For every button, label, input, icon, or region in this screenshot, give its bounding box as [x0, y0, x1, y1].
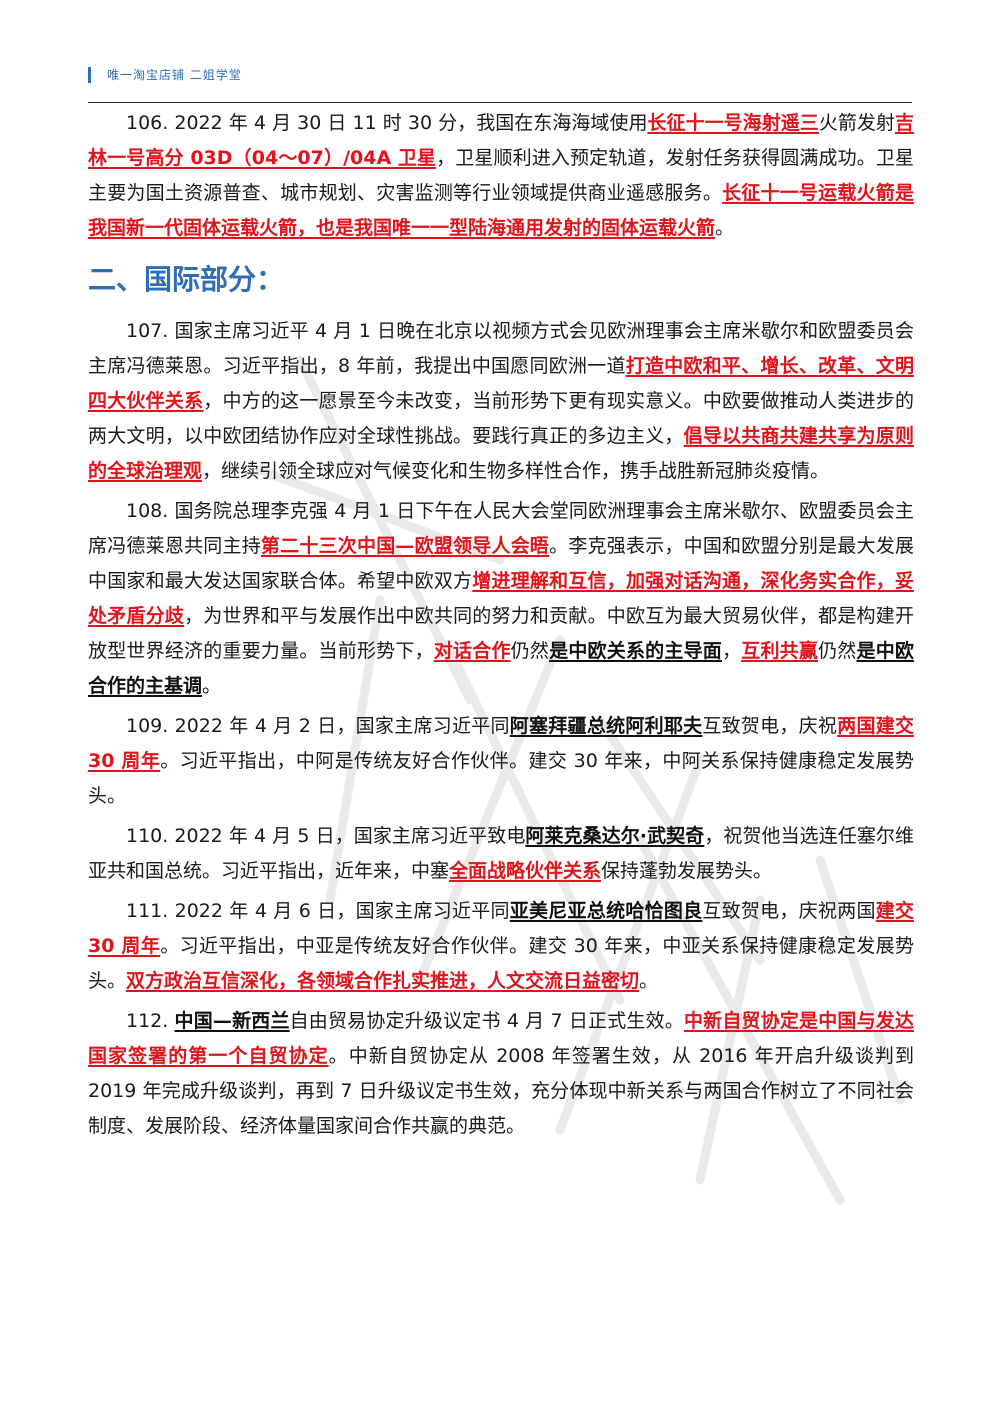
news-item: 107. 国家主席习近平 4 月 1 日晚在北京以视频方式会见欧洲理事会主席米歇… [88, 314, 914, 489]
highlight-bold: 阿塞拜疆总统阿利耶夫 [509, 715, 703, 737]
body-text: ，祝贺他当选连任塞尔维亚共和国总统。习近平指出，近年来，中塞 [88, 825, 915, 882]
body-text: 自由贸易协定升级议定书 4 月 7 日正式生效。 [289, 1010, 684, 1032]
highlight-red: 全面战略伙伴关系 [449, 860, 602, 882]
page-header: 唯一淘宝店铺 二姐学堂 [88, 66, 242, 83]
body-text: 。中新自贸协定从 2008 年签署生效，从 2016 年开启升级谈判到 2019… [88, 1045, 914, 1137]
highlight-bold: 是中欧关系的主导面 [549, 640, 723, 662]
news-item: 106. 2022 年 4 月 30 日 11 时 30 分，我国在东海海域使用… [88, 106, 914, 246]
highlight-red: 互利共赢 [741, 640, 819, 662]
body-text: ，卫星顺利进入预定轨道，发射任务获得圆满成功。卫星主要为国土资源普查、城市规划、… [88, 147, 914, 204]
international-items: 107. 国家主席习近平 4 月 1 日晚在北京以视频方式会见欧洲理事会主席米歇… [88, 314, 914, 1144]
body-text: 107. 国家主席习近平 4 月 1 日晚在北京以视频方式会见欧洲理事会主席米歇… [88, 320, 914, 377]
body-text: 111. 2022 年 4 月 6 日，国家主席习近平同 [126, 900, 510, 922]
highlight-red: 对话合作 [433, 640, 511, 662]
highlight-red: 长征十一号运载火箭是我国新一代固体运载火箭，也是我国唯一一型陆海通用发射的固体运… [88, 182, 914, 239]
news-item: 108. 国务院总理李克强 4 月 1 日下午在人民大会堂同欧洲理事会主席米歇尔… [88, 494, 914, 704]
body-text: 。李克强表示，中国和欧盟分别是最大发展中国家和最大发达国家联合体。希望中欧双方 [88, 535, 914, 592]
highlight-red: 中新自贸协定是中国与发达国家签署的第一个自贸协定 [88, 1010, 914, 1067]
body-text: 。 [202, 675, 222, 697]
body-text: 108. 国务院总理李克强 4 月 1 日下午在人民大会堂同欧洲理事会主席米歇尔… [88, 500, 914, 557]
body-text: 。习近平指出，中阿是传统友好合作伙伴。建交 30 年来，中阿关系保持健康稳定发展… [88, 750, 914, 807]
body-text: ， [722, 640, 742, 662]
body-text: 106. 2022 年 4 月 30 日 11 时 30 分，我国在东海海域使用 [126, 112, 648, 134]
highlight-red: 建交 30 周年 [88, 900, 914, 957]
highlight-red: 增进理解和互信，加强对话沟通，深化务实合作，妥处矛盾分歧 [88, 570, 914, 627]
body-text: 。习近平指出，中亚是传统友好合作伙伴。建交 30 年来，中亚关系保持健康稳定发展… [88, 935, 914, 992]
body-text: ，为世界和平与发展作出中欧共同的努力和贡献。中欧互为最大贸易伙伴，都是构建开放型… [88, 605, 914, 662]
body-text: 互致贺电，庆祝 [702, 715, 838, 737]
highlight-bold: 是中欧合作的主基调 [88, 640, 914, 697]
body-text: 。 [639, 970, 659, 992]
header-divider [88, 102, 912, 103]
news-item: 109. 2022 年 4 月 2 日，国家主席习近平同阿塞拜疆总统阿利耶夫互致… [88, 709, 914, 814]
highlight-red: 打造中欧和平、增长、改革、文明四大伙伴关系 [88, 355, 914, 412]
news-item: 112. 中国—新西兰自由贸易协定升级议定书 4 月 7 日正式生效。中新自贸协… [88, 1004, 914, 1144]
body-text: 。 [715, 217, 735, 239]
highlight-red: 两国建交 30 周年 [88, 715, 914, 772]
document-body: 106. 2022 年 4 月 30 日 11 时 30 分，我国在东海海域使用… [88, 106, 914, 1149]
highlight-bold: 阿莱克桑达尔·武契奇 [525, 825, 705, 847]
highlight-red: 吉林一号高分 03D（04～07）/04A 卫星 [88, 112, 914, 169]
section-title: 二、国际部分： [88, 263, 285, 296]
body-text: 109. 2022 年 4 月 2 日，国家主席习近平同 [126, 715, 510, 737]
body-text: 110. 2022 年 4 月 5 日，国家主席习近平致电 [126, 825, 526, 847]
body-text: 火箭发射 [818, 112, 895, 134]
highlight-red: 倡导以共商共建共享为原则的全球治理观 [88, 425, 914, 482]
highlight-bold: 中国—新西兰 [174, 1010, 290, 1032]
highlight-red: 双方政治互信深化，各领域合作扎实推进，人文交流日益密切 [126, 970, 640, 992]
news-item: 110. 2022 年 4 月 5 日，国家主席习近平致电阿莱克桑达尔·武契奇，… [88, 819, 914, 889]
header-accent-bar [88, 66, 91, 83]
body-text: ，中方的这一愿景至今未改变，当前形势下更有现实意义。中欧要做推动人类进步的两大文… [88, 390, 914, 447]
header-text: 唯一淘宝店铺 二姐学堂 [107, 68, 242, 82]
body-text: 112. [126, 1010, 175, 1032]
news-item: 111. 2022 年 4 月 6 日，国家主席习近平同亚美尼亚总统哈恰图良互致… [88, 894, 914, 999]
domestic-items: 106. 2022 年 4 月 30 日 11 时 30 分，我国在东海海域使用… [88, 106, 914, 246]
highlight-red: 第二十三次中国—欧盟领导人会晤 [260, 535, 550, 557]
body-text: 互致贺电，庆祝两国 [702, 900, 876, 922]
highlight-red: 长征十一号海射遥三 [647, 112, 819, 134]
highlight-bold: 亚美尼亚总统哈恰图良 [509, 900, 703, 922]
body-text: ，继续引领全球应对气候变化和生物多样性合作，携手战胜新冠肺炎疫情。 [202, 460, 830, 482]
body-text: 仍然 [510, 640, 550, 662]
body-text: 仍然 [818, 640, 857, 662]
body-text: 保持蓬勃发展势头。 [601, 860, 773, 882]
